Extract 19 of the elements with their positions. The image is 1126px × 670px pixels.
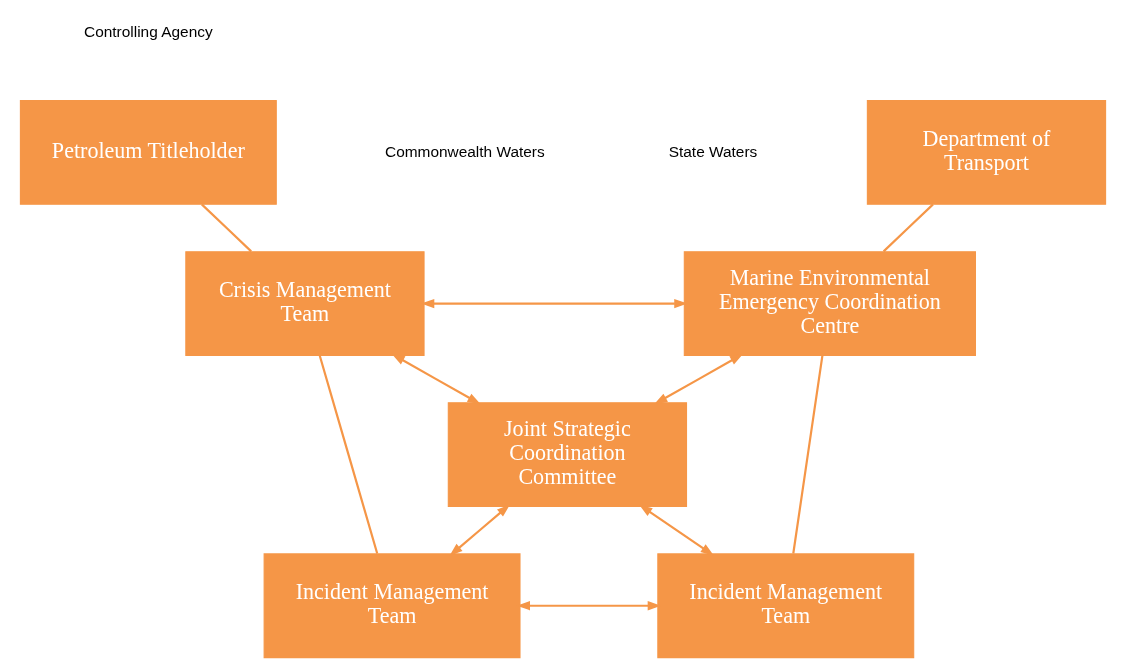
arrow <box>654 353 744 405</box>
node-box: Joint Strategic Coordination Committee <box>447 402 688 508</box>
label: Controlling Agency <box>84 22 213 40</box>
arrow <box>421 298 688 309</box>
arrow <box>639 504 714 556</box>
node-box: Incident Management Team <box>263 553 521 659</box>
label: Commonwealth Waters <box>385 142 545 160</box>
label: State Waters <box>668 142 758 160</box>
node-box: Incident Management Team <box>657 553 915 659</box>
connector <box>201 203 252 253</box>
node-box: Crisis Management Team <box>185 251 425 356</box>
node-box: Department of Transport <box>866 100 1107 205</box>
connector <box>882 203 934 253</box>
arrow <box>449 504 511 556</box>
connector <box>792 355 824 554</box>
connector <box>318 355 379 554</box>
node-box: Marine Environmental Emergency Coordination Centre <box>683 251 976 356</box>
arrow <box>391 353 481 405</box>
node-box: Petroleum Titleholder <box>19 100 277 205</box>
